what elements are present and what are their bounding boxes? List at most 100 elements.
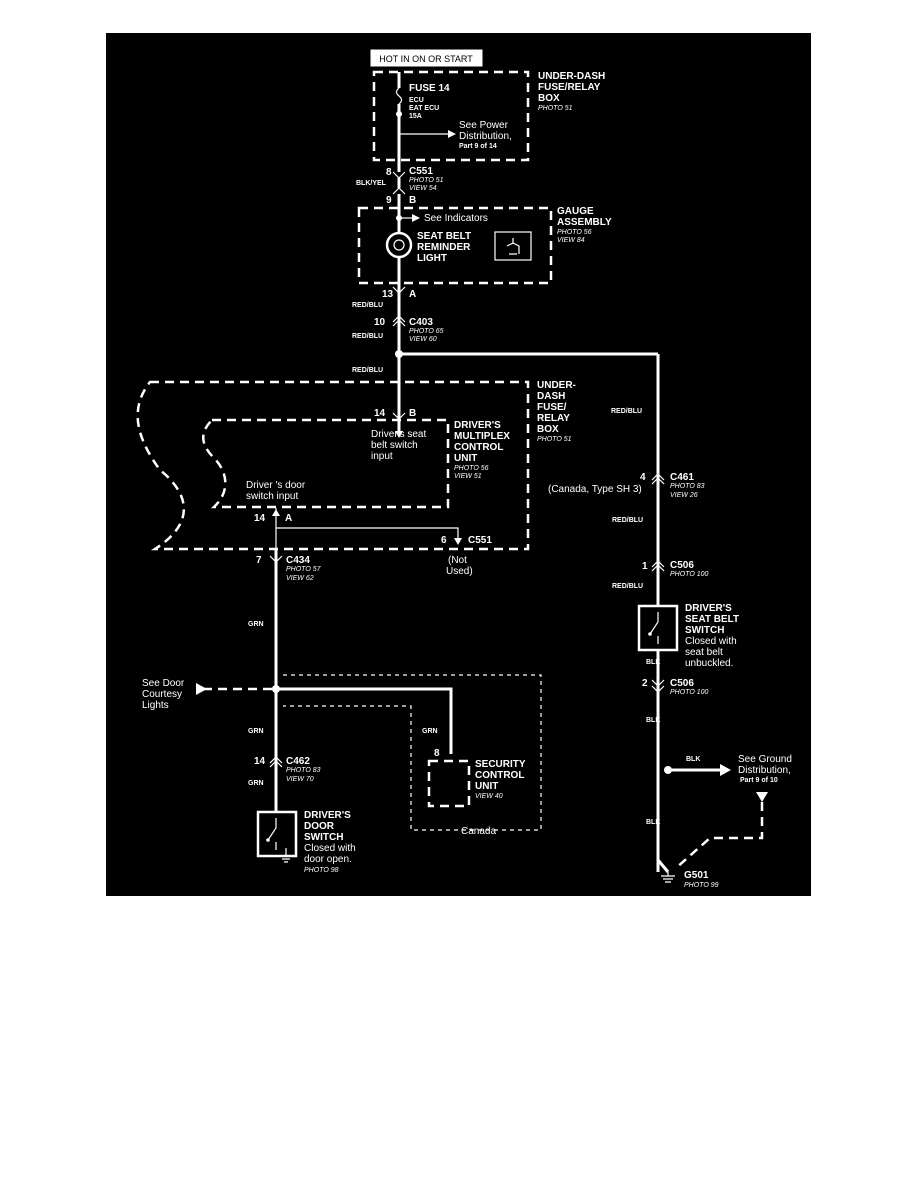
c506b-pin: 2 [642, 678, 648, 689]
grn-wire-sec: GRN [422, 728, 438, 735]
power-dist-2: Distribution, [459, 131, 512, 142]
door-input-2: switch input [246, 491, 298, 502]
gauge-title-2: ASSEMBLY [557, 217, 612, 228]
blk-yel-wire: BLK/YEL [356, 180, 387, 187]
c551-name: C551 [409, 166, 433, 177]
mux-box-title-3: FUSE/ [537, 402, 567, 413]
c551-bottom-name: C551 [468, 535, 492, 546]
door-input-arrow-icon [272, 509, 280, 516]
seat-switch-2: SEAT BELT [685, 614, 739, 625]
fuse-box-title-1: UNDER-DASH [538, 71, 605, 82]
mux-box-title-4: RELAY [537, 413, 570, 424]
unit-view: VIEW 51 [454, 473, 482, 480]
fuse-junction-dot [396, 111, 402, 117]
c462-pin: 14 [254, 756, 266, 767]
c461-view: VIEW 26 [670, 492, 698, 499]
power-arrow-icon [448, 130, 456, 138]
c506-name: C506 [670, 560, 694, 571]
red-blu-wire-3: RED/BLU [352, 367, 383, 374]
ground-dist-1: See Ground [738, 754, 792, 765]
c403-photo: PHOTO 65 [409, 328, 444, 335]
fuse-rating-a: ECU [409, 97, 424, 104]
blk-wire-4: BLK [646, 819, 660, 826]
mux-fuse-relay-box [136, 380, 530, 551]
ground-dist-arrow-icon [720, 764, 731, 776]
security-title-3: UNIT [475, 781, 498, 792]
seat-belt-switch-contact-icon [649, 612, 659, 644]
door-lights-2: Courtesy [142, 689, 182, 700]
gauge-title-1: GAUGE [557, 206, 594, 217]
fuse-box-title: UNDER-DASH FUSE/RELAY BOX PHOTO 51 [538, 71, 605, 112]
seat-switch-3: SWITCH [685, 625, 724, 636]
c506b-photo: PHOTO 100 [670, 689, 708, 696]
c551-bottom-pin: 6 [441, 535, 447, 546]
c551-pin-bot: 9 [386, 195, 392, 206]
ground-dist-3: Part 9 of 10 [740, 777, 778, 784]
c403-connector-symbol [392, 315, 406, 327]
light-label-3: LIGHT [417, 253, 447, 264]
unit-photo: PHOTO 56 [454, 465, 489, 472]
security-title-1: SECURITY [475, 759, 526, 770]
fuse-14-label: FUSE 14 [409, 83, 450, 94]
c461-note: (Canada, Type SH 3) [548, 484, 642, 495]
gauge-photo: PHOTO 56 [557, 229, 592, 236]
grn-wire-mid: GRN [248, 728, 264, 735]
grn-wire-bot: GRN [248, 780, 264, 787]
mux-pin-a: 14 [254, 513, 266, 524]
canada-option-outline [283, 674, 542, 831]
door-switch-photo: PHOTO 98 [304, 867, 339, 874]
c462-connector-symbol [269, 756, 283, 768]
door-switch-2: DOOR [304, 821, 335, 832]
door-switch-3: SWITCH [304, 832, 343, 843]
mux-terminal-b: B [409, 408, 416, 419]
fuse-box-photo: PHOTO 51 [538, 105, 573, 112]
security-view: VIEW 40 [475, 793, 503, 800]
ground-dist-2: Distribution, [738, 765, 791, 776]
c506-connector-symbol [651, 560, 665, 572]
light-label-1: SEAT BELT [417, 231, 471, 242]
fuse-14-symbol [395, 87, 403, 105]
door-switch-1: DRIVER'S [304, 810, 351, 821]
red-blu-wire-2: RED/BLU [352, 333, 383, 340]
g501-name: G501 [684, 870, 709, 881]
c506-photo: PHOTO 100 [670, 571, 708, 578]
c551-pin-top: 8 [386, 167, 392, 178]
c403-view: VIEW 60 [409, 336, 437, 343]
fuse-box-title-2: FUSE/RELAY [538, 82, 601, 93]
c434-view: VIEW 62 [286, 575, 314, 582]
red-blu-wire-1: RED/BLU [352, 302, 383, 309]
seat-switch-6: unbuckled. [685, 658, 733, 669]
power-dist-3: Part 9 of 14 [459, 143, 497, 150]
unit-title-4: UNIT [454, 453, 477, 464]
red-blu-wire-5: RED/BLU [612, 517, 643, 524]
gauge-view: VIEW 84 [557, 237, 585, 244]
door-switch-box [256, 810, 298, 858]
door-switch-5: door open. [304, 854, 352, 865]
blk-wire-1: BLK [646, 659, 660, 666]
not-used-2: Used) [446, 566, 473, 577]
seat-switch-1: DRIVER'S [685, 603, 732, 614]
indicators-arrow-icon [412, 214, 420, 222]
see-indicators: See Indicators [424, 213, 488, 224]
c461-pin: 4 [640, 472, 646, 483]
fuse-relay-box [372, 70, 530, 162]
fuse-rating-b: EAT ECU [409, 105, 439, 112]
power-dist-1: See Power [459, 120, 509, 131]
door-lights-1: See Door [142, 678, 185, 689]
mux-box-title-1: UNDER- [537, 380, 576, 391]
grn-wire-top: GRN [248, 621, 264, 628]
seat-input-2: belt switch [371, 440, 418, 451]
red-blu-wire-6: RED/BLU [612, 583, 643, 590]
mux-box-photo: PHOTO 51 [537, 436, 572, 443]
unit-title-3: CONTROL [454, 442, 503, 453]
hot-label-box [369, 48, 484, 68]
gauge-assembly-box [357, 206, 553, 285]
c462-photo: PHOTO 83 [286, 767, 321, 774]
blk-wire-2: BLK [646, 717, 660, 724]
door-input-1: Driver 's door [246, 480, 306, 491]
seat-input-arrow-icon [395, 431, 403, 438]
seat-belt-symbol-icon [494, 231, 532, 261]
diagram-panel [106, 33, 811, 896]
c551-photo: PHOTO 51 [409, 177, 444, 184]
c461-photo: PHOTO 83 [670, 483, 705, 490]
